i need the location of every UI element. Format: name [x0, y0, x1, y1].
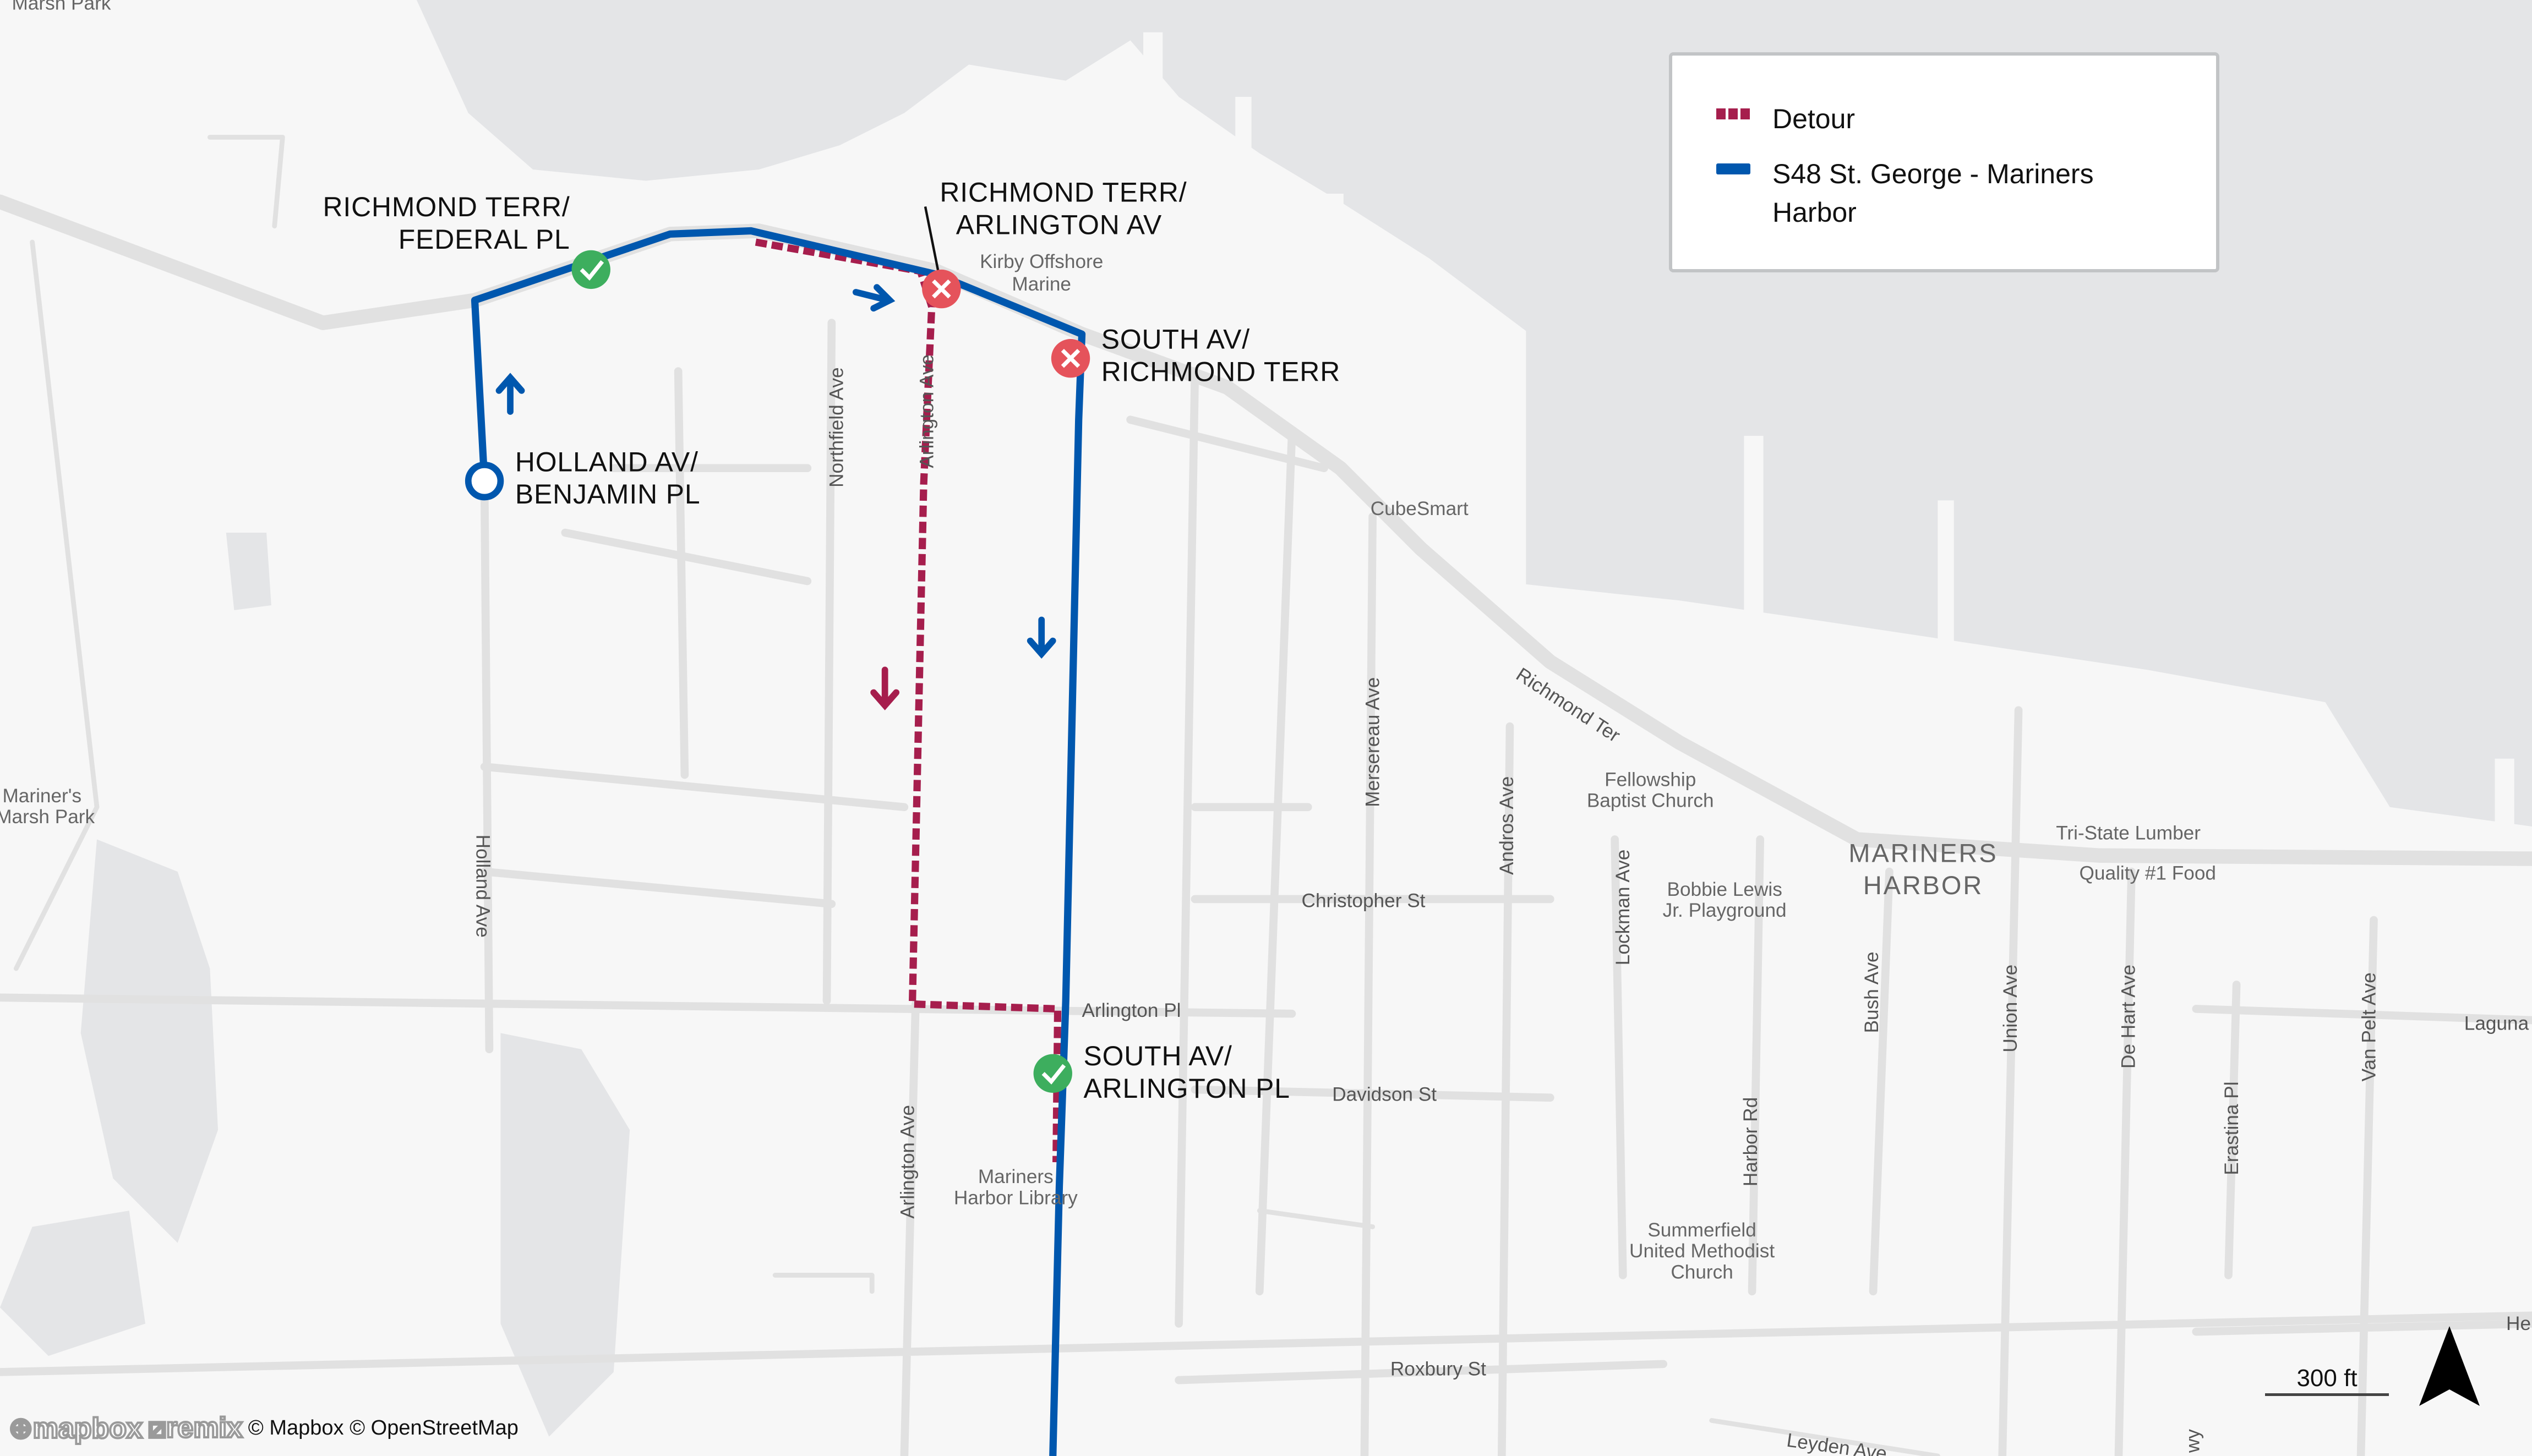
x-circle-icon[interactable]: [922, 269, 961, 309]
attribution-text[interactable]: © Mapbox © OpenStreetMap: [248, 1416, 519, 1439]
stop-line2: ARLINGTON AV: [956, 209, 1162, 240]
street-label: De Hart Ave: [2118, 965, 2139, 1069]
stop-line1: HOLLAND AV/: [515, 447, 699, 478]
legend-item-route: S48 St. George - Mariners Harbor: [1716, 155, 2158, 232]
stop-line2: RICHMOND TERR: [1101, 356, 1340, 387]
street-label: Laguna: [2464, 1013, 2529, 1034]
poi-label: Harbor Library: [954, 1187, 1078, 1208]
stop-label-richmond-arlington: RICHMOND TERR/ ARLINGTON AV: [940, 177, 1187, 240]
street-label: Lockman Ave: [1612, 850, 1634, 966]
start-stop-circle-icon[interactable]: [465, 461, 504, 501]
legend-label: Detour: [1772, 103, 1856, 134]
street-label: Erastina Pl: [2221, 1081, 2242, 1175]
stop-line1: SOUTH AV/: [1083, 1041, 1232, 1071]
stop-leader-line: [924, 206, 940, 272]
street-label: Northfield Ave: [826, 367, 847, 487]
check-circle-icon[interactable]: [571, 250, 610, 289]
detour-path: [755, 238, 1062, 1163]
x-circle-icon[interactable]: [1051, 339, 1090, 378]
poi-label: Church: [1671, 1261, 1733, 1283]
stop-label-south-arlington-pl: SOUTH AV/ ARLINGTON PL: [1083, 1041, 1290, 1104]
stop-label-richmond-federal: RICHMOND TERR/ FEDERAL PL: [323, 191, 570, 255]
poi-label: Mariners: [978, 1166, 1054, 1187]
street-label: He: [2506, 1313, 2531, 1334]
stop-label-south-richmond: SOUTH AV/ RICHMOND TERR: [1101, 324, 1340, 387]
detour-swatch-icon: [1716, 108, 1750, 119]
scale-bar: 300 ft: [2265, 1365, 2389, 1396]
detour-arrow-down-icon: [870, 666, 900, 710]
remix-logo-text: remix: [165, 1411, 244, 1445]
stop-line2: FEDERAL PL: [399, 224, 570, 255]
stop-line1: RICHMOND TERR/: [323, 191, 570, 222]
legend-label: S48 St. George - Mariners Harbor: [1772, 158, 2094, 228]
street-label: Bush Ave: [1861, 951, 1882, 1033]
remix-logo[interactable]: ⧄remix: [147, 1411, 244, 1445]
map-attribution: ⊕mapbox ⧄remix © Mapbox © OpenStreetMap: [8, 1411, 519, 1446]
north-arrow-icon: [2419, 1326, 2480, 1406]
poi-label: Mariner's: [2, 785, 81, 807]
street-label: Andros Ave: [1496, 776, 1518, 875]
arrow-down-icon: [1027, 616, 1056, 659]
street-label: Roxbury St: [1390, 1358, 1486, 1380]
street-label: Davidson St: [1332, 1084, 1437, 1105]
poi-label: Marine: [1012, 273, 1071, 295]
poi-label: Tri-State Lumber: [2056, 822, 2201, 844]
mapbox-logo-text: mapbox: [32, 1411, 144, 1446]
street-label: Arlington Pl: [1082, 1000, 1181, 1021]
street-label: Holland Ave: [472, 835, 493, 938]
street-label: wy: [2182, 1429, 2204, 1453]
stop-line2: ARLINGTON PL: [1083, 1073, 1290, 1104]
poi-label: Marsh Park: [0, 806, 95, 828]
stop-line2: BENJAMIN PL: [515, 479, 701, 510]
arrow-up-icon: [495, 373, 525, 415]
poi-label: Jr. Playground: [1663, 900, 1787, 921]
piers: [1143, 32, 2514, 840]
area-label: HARBOR: [1863, 871, 1983, 900]
arrow-right-icon: [852, 284, 896, 312]
route-swatch-icon: [1716, 163, 1750, 174]
poi-label: CubeSmart: [1371, 498, 1469, 519]
street-label: Van Pelt Ave: [2358, 972, 2380, 1081]
poi-label: Baptist Church: [1587, 790, 1714, 812]
street-label: Christopher St: [1302, 890, 1426, 912]
street-label: Arlington Ave: [897, 1105, 918, 1219]
map-legend: Detour S48 St. George - Mariners Harbor: [1669, 52, 2219, 272]
street-label: Mersereau Ave: [1362, 677, 1383, 807]
poi-label: Quality #1 Food: [2080, 863, 2216, 884]
stop-line1: RICHMOND TERR/: [940, 177, 1187, 208]
street-label: Harbor Rd: [1740, 1097, 1761, 1186]
poi-labels: Kirby Offshore Marine CubeSmart Fellowsh…: [0, 0, 2216, 1283]
street-label: Union Ave: [2000, 965, 2021, 1053]
poi-label: Bobbie Lewis: [1667, 879, 1782, 900]
street-label: Arlington Ave: [916, 354, 938, 468]
street-label: Leyden Ave: [1786, 1430, 1889, 1456]
stop-line1: SOUTH AV/: [1101, 324, 1250, 355]
poi-label: Summerfield: [1647, 1219, 1756, 1241]
check-circle-icon[interactable]: [1033, 1054, 1072, 1093]
poi-label: Marsh Park: [12, 0, 111, 14]
poi-label: Kirby Offshore: [980, 251, 1103, 272]
stop-label-holland-benjamin: HOLLAND AV/ BENJAMIN PL: [515, 447, 701, 510]
poi-label: United Methodist: [1629, 1240, 1775, 1262]
scale-label: 300 ft: [2296, 1365, 2358, 1392]
poi-label: Fellowship: [1605, 769, 1696, 791]
legend-item-detour: Detour: [1716, 100, 2158, 138]
area-label: MARINERS: [1848, 839, 1998, 867]
mapbox-logo[interactable]: ⊕mapbox: [8, 1411, 144, 1446]
